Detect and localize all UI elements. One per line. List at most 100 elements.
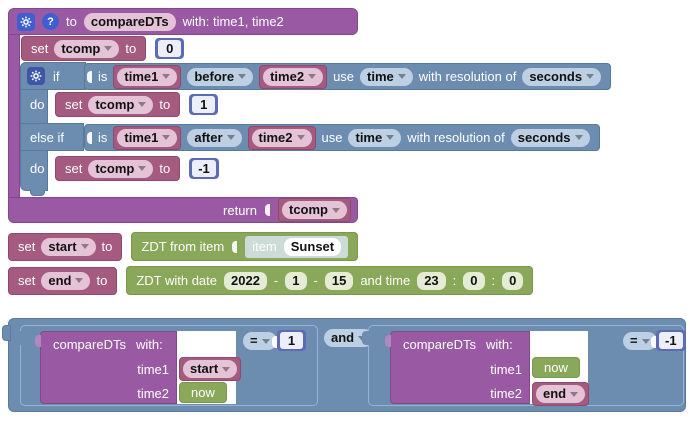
- comparison-left-tab: [14, 331, 21, 345]
- and-time-label: and time: [360, 273, 411, 288]
- dropdown-arrow-icon: [162, 74, 171, 79]
- call-left-tab: [385, 335, 391, 347]
- number-field[interactable]: 1: [192, 96, 216, 113]
- dropdown-arrow-icon: [261, 338, 270, 344]
- variable-dropdown[interactable]: time1: [117, 128, 178, 147]
- procedure-return-row: return tcomp: [8, 197, 358, 223]
- do-label: do: [30, 161, 45, 176]
- variable-dropdown[interactable]: start: [41, 237, 96, 256]
- variable-get-block[interactable]: start: [179, 357, 242, 381]
- number-value-block[interactable]: -1: [189, 158, 219, 179]
- dropdown-arrow-icon: [75, 278, 84, 283]
- variable-set-block[interactable]: set tcomp to -1: [55, 156, 219, 181]
- number-value-block[interactable]: 0: [155, 38, 185, 59]
- resolution-label: with resolution of: [407, 130, 505, 145]
- variable-set-block[interactable]: set start to ZDT from item item Sunset: [8, 232, 359, 261]
- item-block[interactable]: item Sunset: [245, 235, 349, 258]
- resolution-dropdown[interactable]: seconds: [510, 128, 590, 147]
- zdt-with-date-block[interactable]: ZDT with date 2022 - 1 - 15 and time 23 …: [126, 266, 534, 295]
- second-field[interactable]: 0: [502, 271, 524, 290]
- comparison-left-tab: [362, 331, 369, 345]
- number-value-block[interactable]: 1: [189, 94, 219, 115]
- item-name-field[interactable]: Sunset: [283, 237, 342, 256]
- do-label: do: [30, 97, 45, 112]
- zdt-with-date-label: ZDT with date: [136, 273, 217, 288]
- number-field[interactable]: 1: [280, 332, 303, 349]
- resolution-dropdown[interactable]: seconds: [522, 67, 602, 86]
- variable-get-block[interactable]: time1: [113, 64, 182, 89]
- equals-dropdown[interactable]: =: [243, 332, 277, 350]
- variable-dropdown[interactable]: time2: [251, 128, 312, 147]
- dropdown-arrow-icon: [574, 135, 583, 140]
- variable-set-block[interactable]: set tcomp to 1: [55, 92, 219, 117]
- and-operator-dropdown[interactable]: and: [324, 329, 374, 347]
- variable-dropdown[interactable]: time2: [263, 67, 324, 86]
- variable-set-block[interactable]: set tcomp to 0: [21, 36, 185, 61]
- resolution-label: with resolution of: [418, 69, 517, 84]
- value-socket: [87, 131, 92, 144]
- use-label: use: [321, 130, 343, 145]
- number-value-block[interactable]: -1: [656, 330, 686, 351]
- dropdown-arrow-icon: [308, 74, 317, 79]
- comparedts-call-block[interactable]: compareDTs with: time1 time2: [390, 331, 530, 404]
- to-label: to: [96, 273, 108, 288]
- else-if-row[interactable]: else if: [20, 123, 84, 151]
- minute-field[interactable]: 0: [463, 271, 485, 290]
- dropdown-arrow-icon: [138, 102, 147, 107]
- call-left-tab: [35, 335, 41, 347]
- value-socket: [87, 70, 92, 83]
- value-socket: [265, 204, 270, 216]
- comparedts-call-block[interactable]: compareDTs with: time1 time2: [40, 331, 177, 404]
- with-label: with:: [485, 337, 513, 352]
- variable-dropdown[interactable]: tcomp: [88, 159, 154, 178]
- variable-dropdown[interactable]: time1: [117, 67, 178, 86]
- compare-operator-dropdown[interactable]: before: [187, 67, 254, 86]
- return-variable-block[interactable]: tcomp: [278, 198, 351, 222]
- number-field[interactable]: -1: [192, 160, 216, 177]
- call-name-label: compareDTs: [53, 337, 126, 352]
- procedure-definition-block[interactable]: ? to compareDTs with: time1, time2: [8, 8, 358, 35]
- variable-get-block[interactable]: time2: [247, 125, 316, 150]
- equals-dropdown[interactable]: =: [623, 332, 657, 350]
- time-unit-dropdown[interactable]: time: [360, 67, 413, 86]
- condition-block[interactable]: is time1 after time2 use time with resol…: [84, 124, 600, 151]
- is-label: is: [98, 69, 108, 84]
- to-label: to: [66, 14, 77, 29]
- if-block-header[interactable]: if: [20, 62, 86, 90]
- variable-dropdown[interactable]: end: [41, 271, 91, 290]
- variable-get-block[interactable]: end: [532, 382, 590, 406]
- variable-dropdown[interactable]: end: [536, 385, 586, 403]
- compare-operator-dropdown[interactable]: after: [187, 128, 242, 147]
- variable-set-block[interactable]: set end to ZDT with date 2022 - 1 - 15 a…: [8, 266, 534, 295]
- procedure-body-spine: [8, 34, 20, 198]
- value-socket: [272, 336, 277, 348]
- number-field[interactable]: 0: [158, 40, 182, 57]
- variable-dropdown[interactable]: tcomp: [88, 95, 154, 114]
- hour-field[interactable]: 23: [417, 271, 446, 290]
- time-unit-dropdown[interactable]: time: [348, 128, 402, 147]
- set-label: set: [18, 239, 36, 254]
- dropdown-arrow-icon: [104, 46, 113, 51]
- variable-dropdown[interactable]: start: [183, 360, 238, 378]
- variable-dropdown[interactable]: tcomp: [54, 39, 120, 58]
- mutator-gear-icon[interactable]: [17, 12, 35, 31]
- variable-dropdown[interactable]: tcomp: [282, 201, 347, 219]
- if-label: if: [53, 68, 60, 84]
- variable-get-block[interactable]: time1: [113, 125, 182, 150]
- if-gear-icon[interactable]: [27, 67, 45, 85]
- procedure-params-label: with: time1, time2: [182, 14, 284, 29]
- help-icon[interactable]: ?: [42, 13, 59, 30]
- variable-get-block[interactable]: time2: [259, 64, 328, 89]
- value-socket: [651, 336, 656, 348]
- condition-block[interactable]: is time1 before time2 use time with reso…: [84, 63, 612, 90]
- zdt-from-item-block[interactable]: ZDT from item item Sunset: [131, 232, 359, 261]
- number-value-block[interactable]: 1: [277, 330, 306, 351]
- year-field[interactable]: 2022: [224, 271, 267, 290]
- day-field[interactable]: 15: [324, 271, 354, 290]
- now-block[interactable]: now: [179, 382, 227, 403]
- now-block[interactable]: now: [532, 357, 580, 378]
- number-field[interactable]: -1: [659, 332, 683, 349]
- month-field[interactable]: 1: [285, 271, 307, 290]
- procedure-name-field[interactable]: compareDTs: [83, 12, 176, 31]
